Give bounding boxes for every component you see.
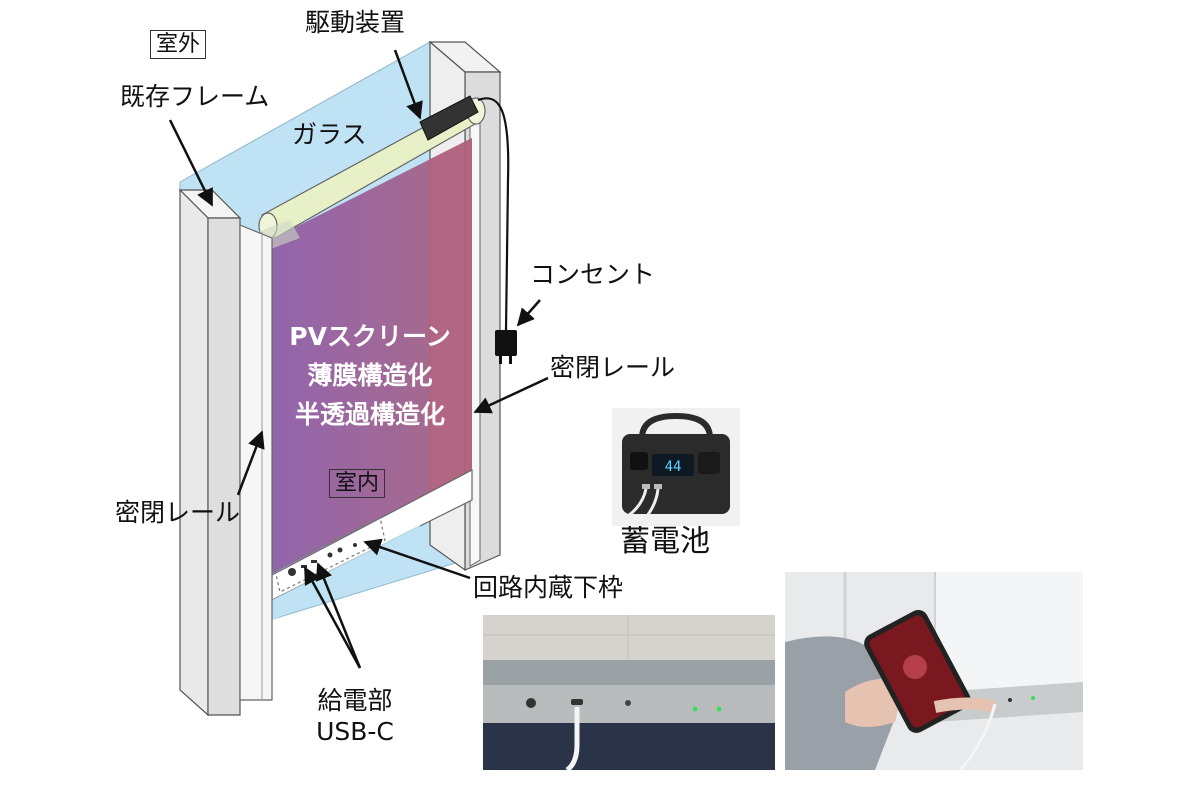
power-cable (477, 97, 510, 331)
power-supply-text: 給電部 USB-C (285, 685, 425, 748)
sealed-rail-right-label: 密閉レール (550, 353, 676, 382)
semi-transparent-label: 半透過構造化 (294, 399, 445, 429)
existing-frame-label: 既存フレーム (120, 82, 270, 111)
drive-unit-label: 駆動装置 (305, 8, 406, 37)
outdoor-label: 室外 (150, 30, 207, 59)
indoor-label: 室内 (329, 469, 386, 498)
glass-label: ガラス (292, 120, 367, 149)
pv-screen-label: PVスクリーン (289, 322, 451, 351)
pv-screen (270, 138, 472, 575)
outlet-label: コンセント (530, 260, 656, 289)
usb-c-label: USB-C (316, 717, 394, 747)
outlet-plug (495, 330, 517, 364)
bottom-frame-photo (483, 615, 775, 770)
thin-film-label: 薄膜構造化 (307, 360, 433, 390)
pv-screen-right-tint (428, 138, 472, 492)
drive-motor (419, 95, 479, 141)
pv-screen-text: PVスクリーン 薄膜構造化 半透過構造化 (255, 318, 485, 434)
battery-photo: 44 (612, 408, 740, 526)
frame-left-front (178, 188, 242, 717)
phone-charging-photo (785, 572, 1083, 770)
circuit-frame-label: 回路内蔵下枠 (473, 573, 624, 602)
battery-label: 蓄電池 (620, 524, 710, 559)
power-supply-label: 給電部 (317, 686, 393, 715)
sealed-rail-left (239, 224, 273, 701)
battery-display: 44 (665, 459, 682, 475)
sealed-rail-left-label: 密閉レール (115, 498, 241, 527)
annotation-arrows (168, 49, 549, 669)
